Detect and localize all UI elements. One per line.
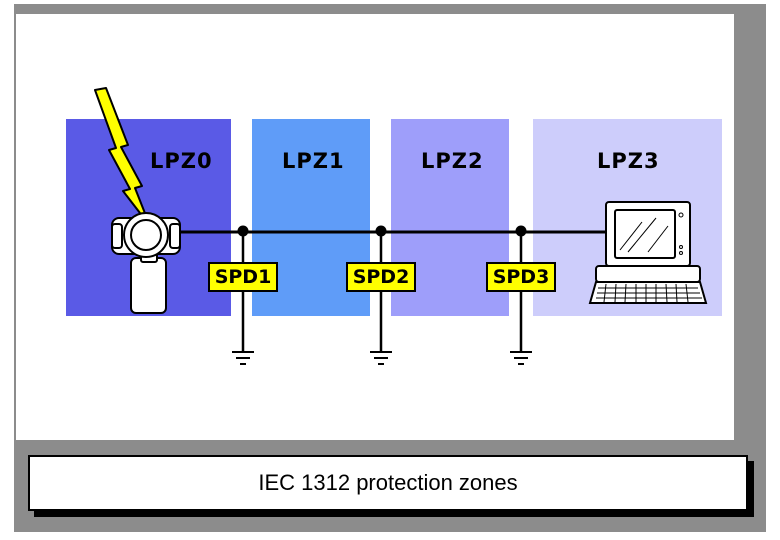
field-transmitter-icon xyxy=(111,212,181,314)
lightning-bolt-icon xyxy=(94,87,151,227)
spd1-branch xyxy=(237,225,249,352)
computer-terminal-icon xyxy=(588,201,708,304)
caption-text: IEC 1312 protection zones xyxy=(258,470,518,495)
spd2-box: SPD2 xyxy=(346,262,416,292)
ground-symbol-icon xyxy=(510,351,532,365)
caption-box: IEC 1312 protection zones xyxy=(28,455,748,511)
spd3-box: SPD3 xyxy=(486,262,556,292)
zone-label-lpz0: LPZ0 xyxy=(150,149,213,173)
junction-dot xyxy=(237,225,249,237)
spd3-branch xyxy=(515,225,527,352)
junction-dot xyxy=(375,225,387,237)
zone-label-lpz2: LPZ2 xyxy=(421,149,484,173)
spd1-box: SPD1 xyxy=(208,262,278,292)
zone-label-lpz1: LPZ1 xyxy=(282,149,345,173)
spd2-branch xyxy=(375,225,387,352)
zone-label-lpz3: LPZ3 xyxy=(597,149,660,173)
ground-symbol-icon xyxy=(370,351,392,365)
ground-symbol-icon xyxy=(232,351,254,365)
junction-dot xyxy=(515,225,527,237)
